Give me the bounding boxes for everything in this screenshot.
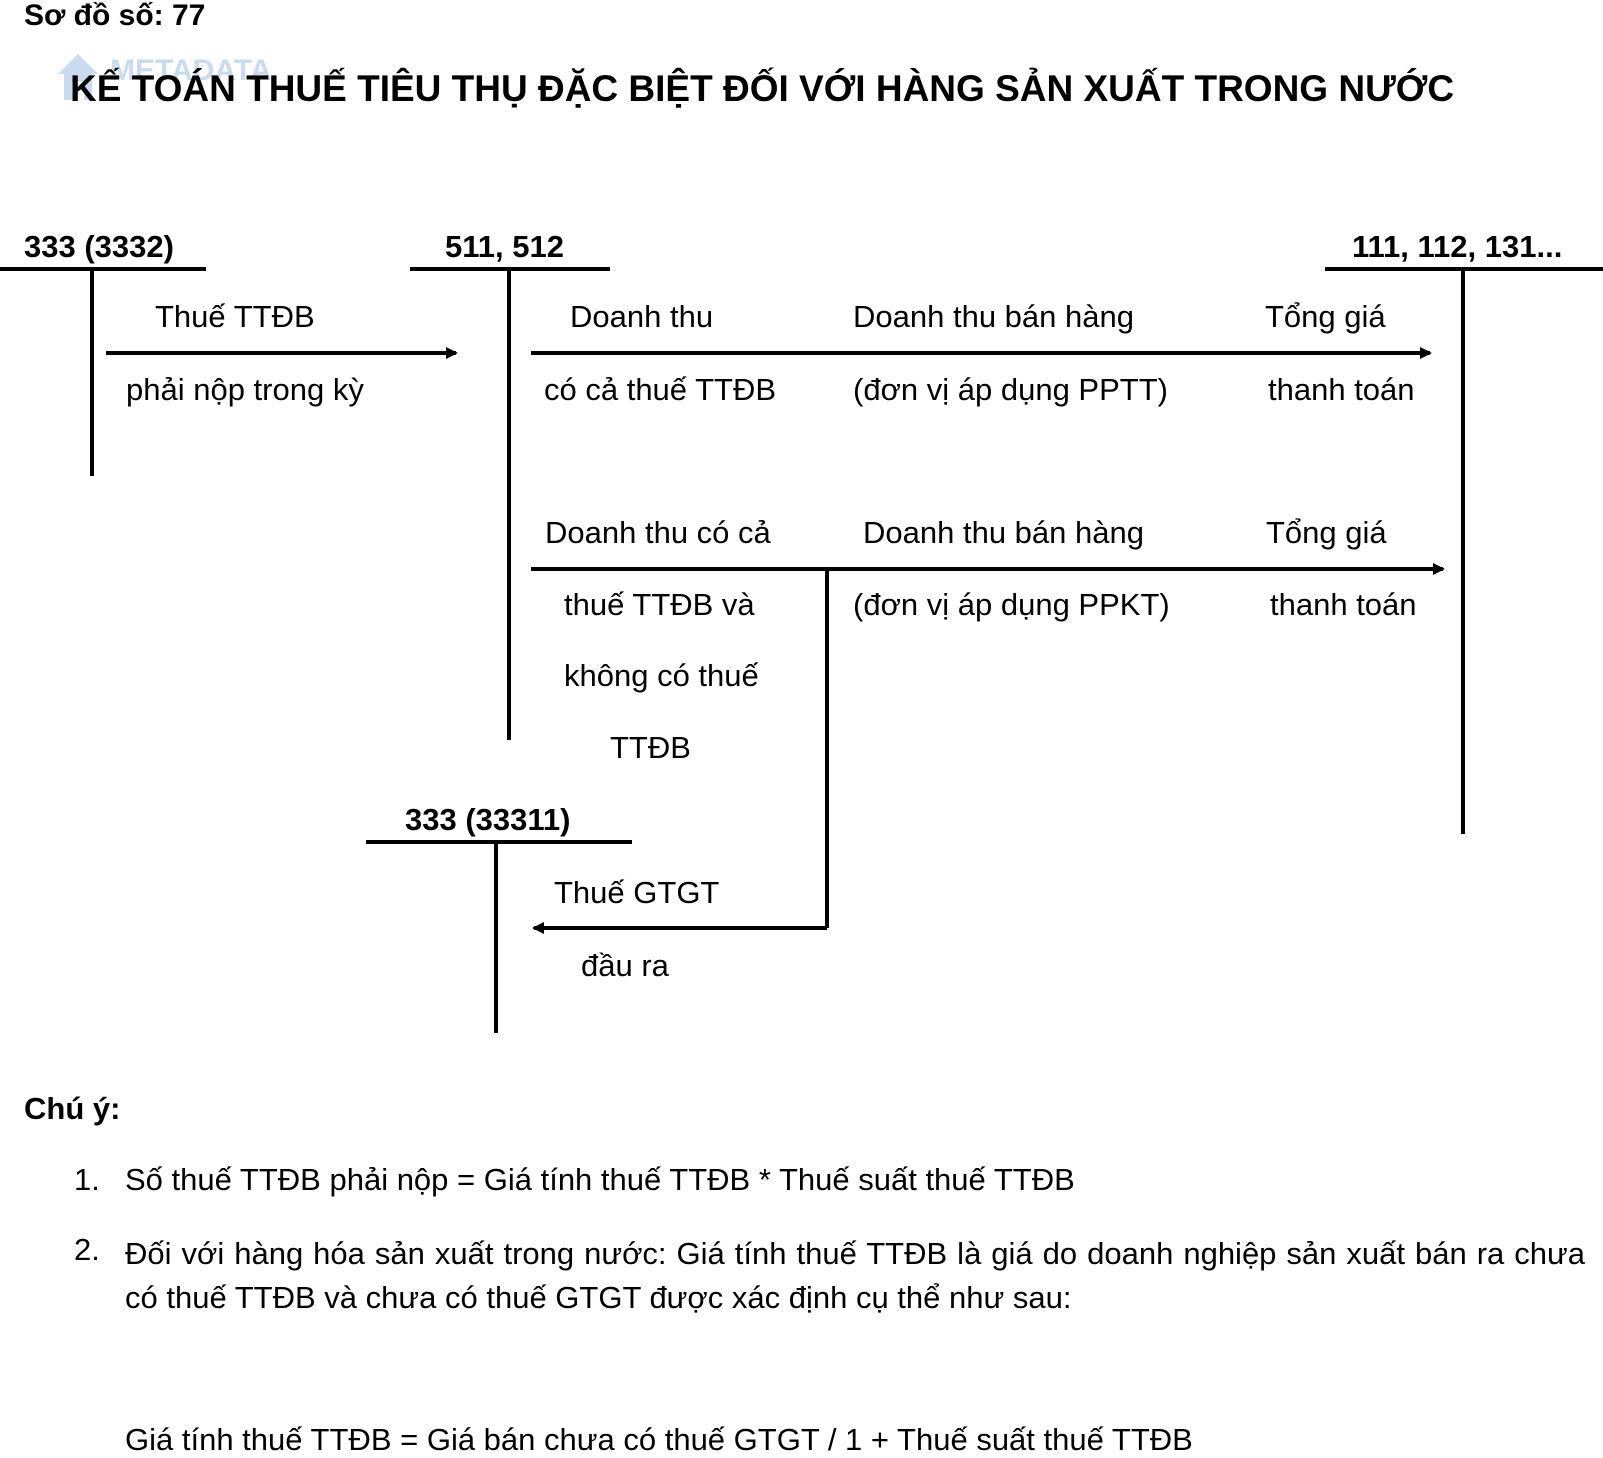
label-excise-line1: Thuế TTĐB <box>155 299 315 334</box>
label-rev-incl-line2: có cả thuế TTĐB <box>544 372 777 407</box>
label-excise-line2: phải nộp trong kỳ <box>126 372 364 407</box>
label-total1-line1: Tổng giá <box>1265 299 1386 334</box>
metadata-watermark: METADATA <box>58 54 272 100</box>
page-title: KẾ TOÁN THUẾ TIÊU THỤ ĐẶC BIỆT ĐỐI VỚI H… <box>70 68 1455 109</box>
note-item2-number: 2. <box>74 1232 100 1267</box>
label-rev-mix-line3: không có thuế <box>564 658 759 693</box>
label-sales-ppkt-line1: Doanh thu bán hàng <box>863 515 1144 550</box>
label-total2-line2: thanh toán <box>1270 587 1417 622</box>
label-sales-ppkt-line2: (đơn vị áp dụng PPKT) <box>853 587 1170 622</box>
account-111-112-131: 111, 112, 131... <box>1352 229 1563 264</box>
note-item2-text: Đối với hàng hóa sản xuất trong nước: Gi… <box>125 1236 1585 1315</box>
note-item1-text: Số thuế TTĐB phải nộp = Giá tính thuế TT… <box>125 1162 1075 1197</box>
account-333-33311: 333 (33311) <box>405 802 571 837</box>
note-item1-number: 1. <box>74 1162 100 1197</box>
label-total2-line1: Tổng giá <box>1266 515 1387 550</box>
label-rev-mix-line1: Doanh thu có cả <box>545 515 771 550</box>
label-rev-incl-line1: Doanh thu <box>570 299 714 334</box>
diagram-number: Sơ đồ số: 77 <box>24 0 206 32</box>
label-rev-mix-line4: TTĐB <box>610 730 691 765</box>
label-sales-pptt-line2: (đơn vị áp dụng PPTT) <box>853 372 1168 407</box>
account-511-512: 511, 512 <box>445 229 564 264</box>
account-333-3332: 333 (3332) <box>24 229 174 264</box>
watermark-text: METADATA <box>110 54 272 87</box>
note-formula: Giá tính thuế TTĐB = Giá bán chưa có thu… <box>125 1422 1193 1457</box>
label-vat-line2: đầu ra <box>581 948 669 983</box>
house-logo-icon <box>58 54 98 100</box>
label-vat-line1: Thuế GTGT <box>554 875 720 910</box>
label-rev-mix-line2: thuế TTĐB và <box>564 587 755 622</box>
label-total1-line2: thanh toán <box>1268 372 1415 407</box>
label-sales-pptt-line1: Doanh thu bán hàng <box>853 299 1134 334</box>
notes-heading: Chú ý: <box>24 1091 121 1126</box>
